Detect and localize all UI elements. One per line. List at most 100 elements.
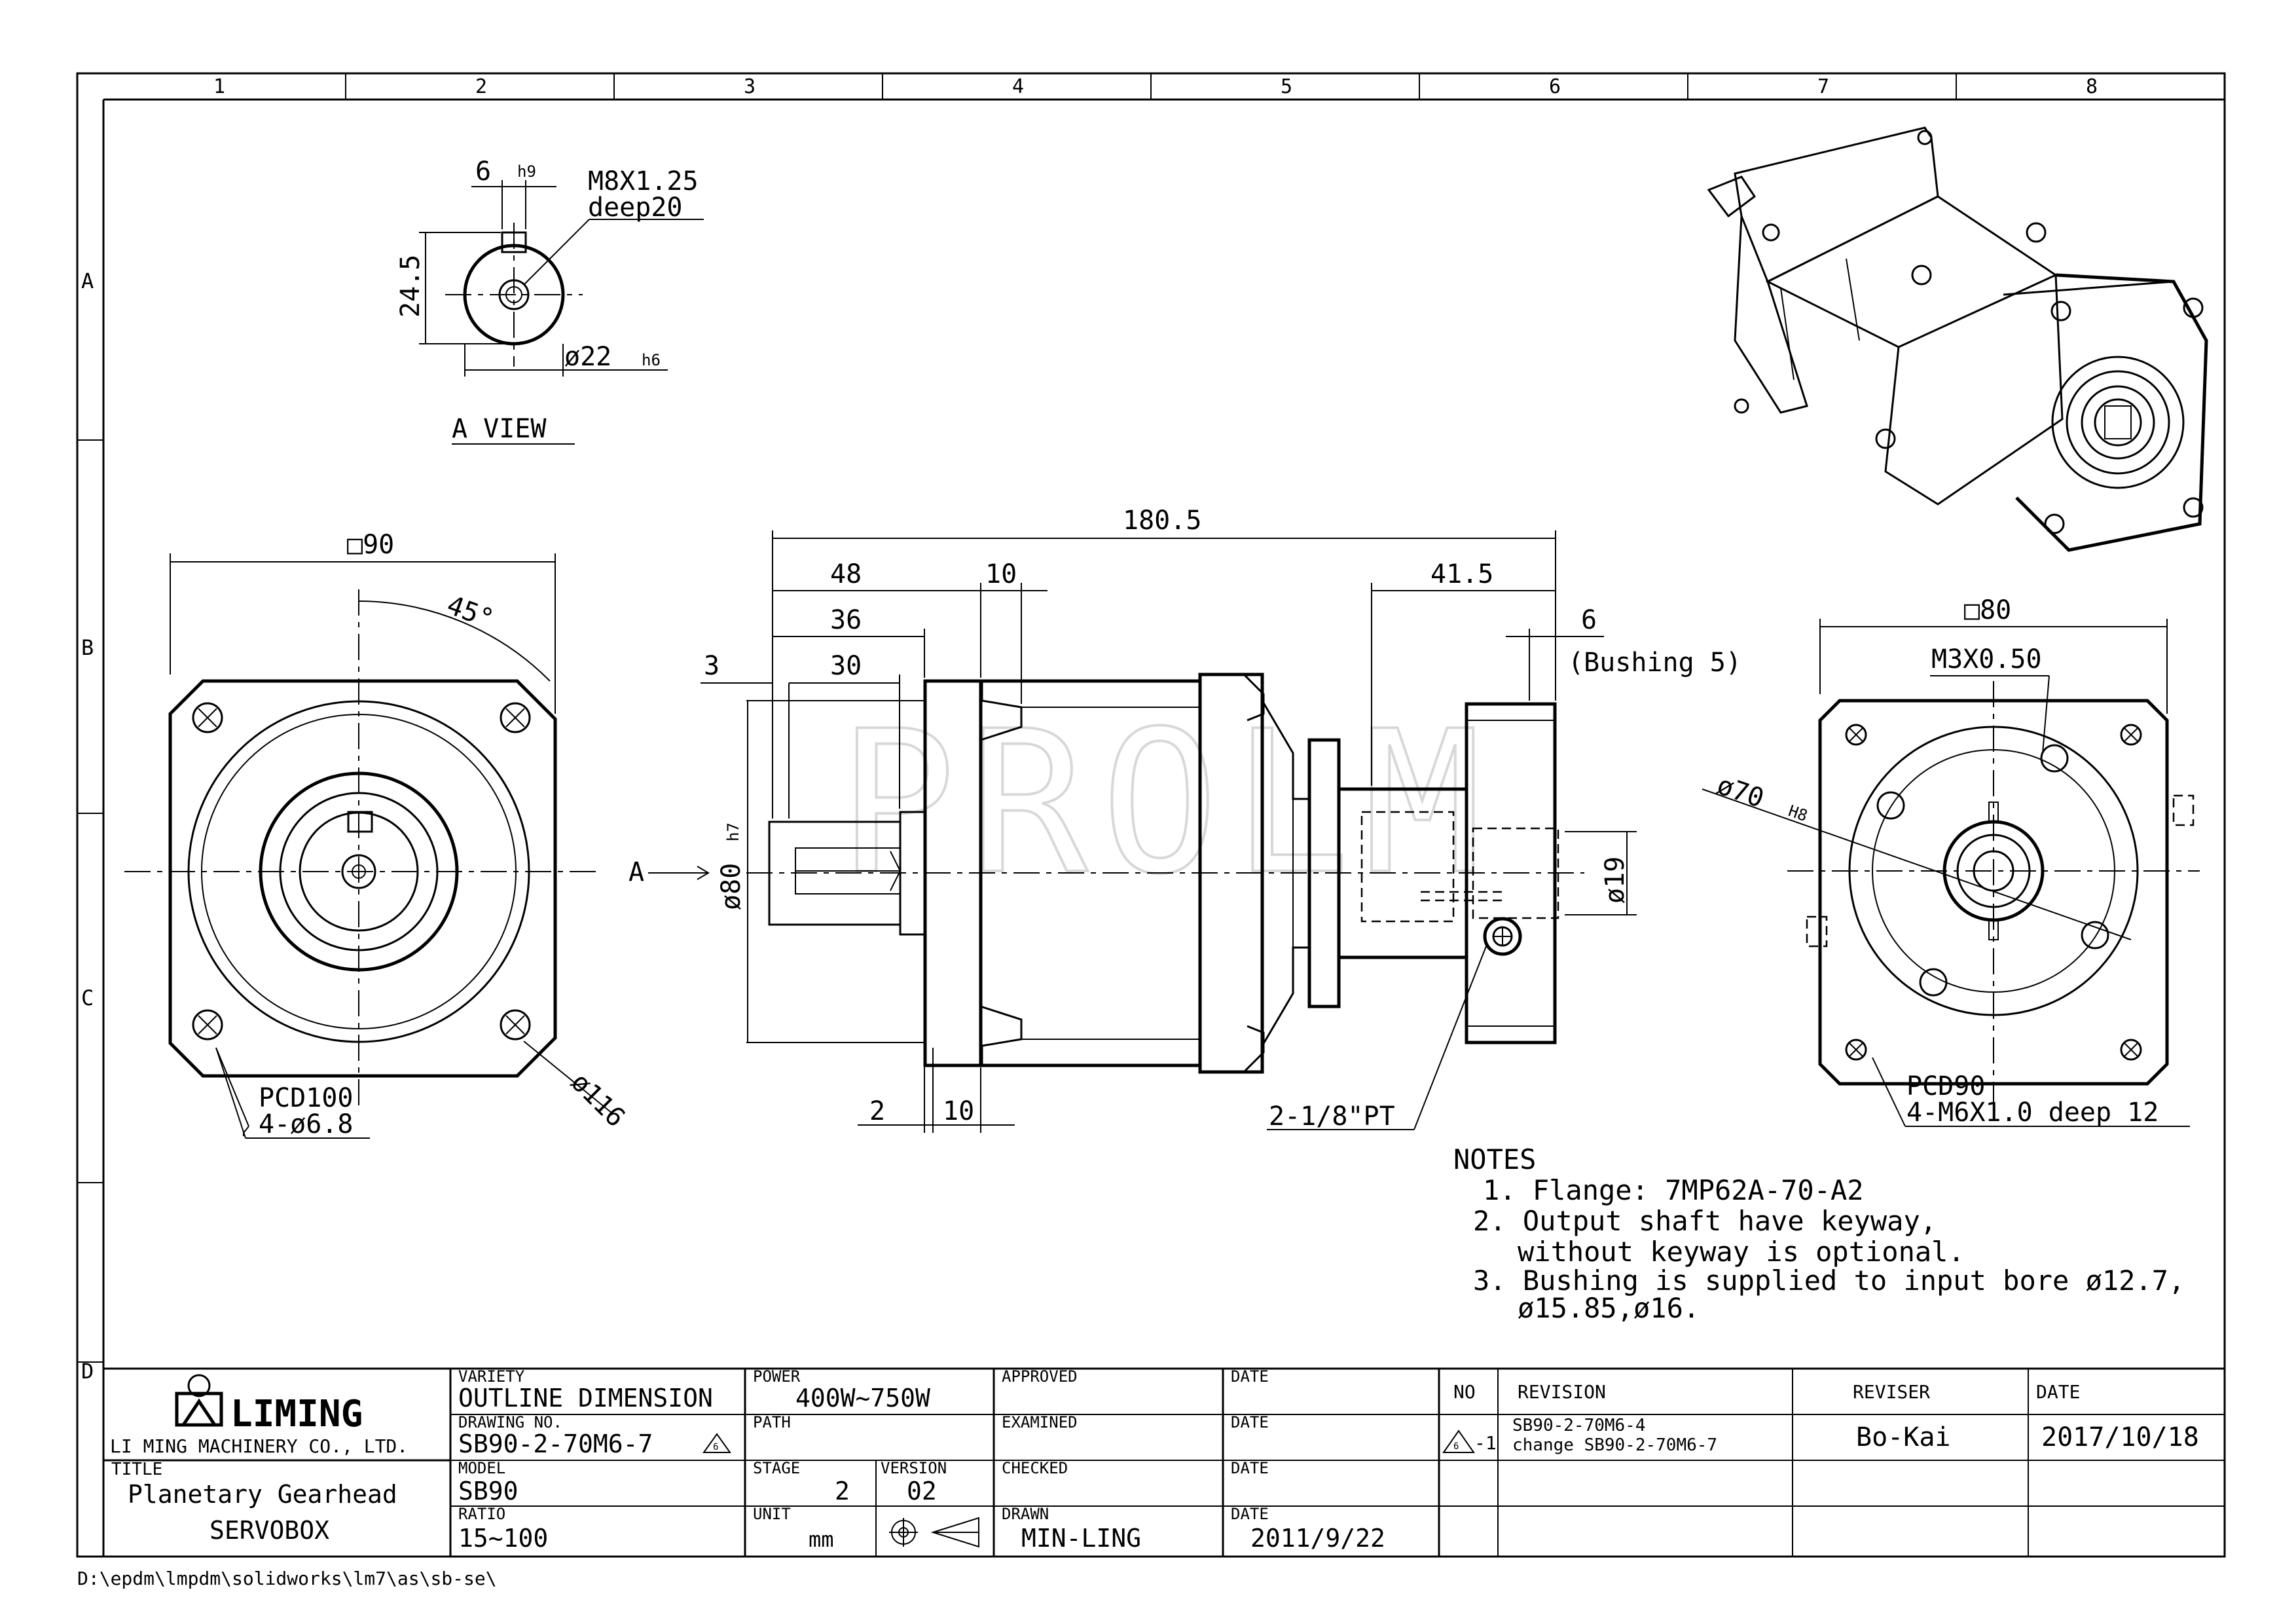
side-view-arrow-label: A xyxy=(629,857,644,887)
rev-row-revision-2: change SB90-2-70M6-7 xyxy=(1512,1435,1717,1455)
column-label: 5 xyxy=(1281,75,1292,98)
rear-bore-tol: H8 xyxy=(1786,802,1810,825)
side-overall-dim: 180.5 xyxy=(1123,506,1201,536)
unit-label: UNIT xyxy=(753,1505,791,1523)
liming-logo: LIMING xyxy=(175,1374,363,1435)
date-label: DATE xyxy=(1231,1505,1269,1523)
side-d36: 36 xyxy=(830,605,862,635)
stage-value: 2 xyxy=(835,1477,850,1505)
model-value: SB90 xyxy=(458,1477,519,1505)
note-line: 3. Bushing is supplied to input bore ø12… xyxy=(1473,1264,2185,1297)
mounting-holes xyxy=(192,702,531,1041)
column-label: 7 xyxy=(1817,75,1829,98)
side-d3: 3 xyxy=(704,651,720,681)
notes: NOTES 1. Flange: 7MP62A-70-A2 2. Output … xyxy=(1453,1143,2185,1324)
version-label: VERSION xyxy=(881,1459,947,1477)
watermark: PROLM xyxy=(838,689,1495,917)
date-label: DATE xyxy=(1231,1367,1269,1386)
title-block: LIMING LI MING MACHINERY CO., LTD. TITLE… xyxy=(103,1367,2225,1558)
rev-row-no: 6 xyxy=(1453,1441,1459,1452)
drawing-title-2: SERVOBOX xyxy=(210,1516,329,1545)
title-label: TITLE xyxy=(111,1460,162,1479)
note-line: 1. Flange: 7MP62A-70-A2 xyxy=(1483,1174,1864,1206)
front-view: □90 45° PCD100 4-ø6.8 ø116 xyxy=(124,530,631,1139)
rear-mounting-holes xyxy=(1845,724,2142,1061)
notes-title: NOTES xyxy=(1453,1143,1536,1175)
row-label: D xyxy=(81,1359,94,1384)
front-angle-dim: 45° xyxy=(443,590,498,635)
side-input-dia: ø19 xyxy=(1600,857,1630,904)
rear-pcd: PCD90 xyxy=(1906,1071,1985,1101)
side-d6: 6 xyxy=(1581,605,1597,635)
date-label: DATE xyxy=(1231,1459,1269,1477)
isometric-picture xyxy=(1707,126,2208,552)
rear-bore: ø70 xyxy=(1713,770,1768,814)
version-value: 02 xyxy=(907,1477,937,1505)
drawn-date-value: 2011/9/22 xyxy=(1250,1524,1385,1553)
drawing-title-1: Planetary Gearhead xyxy=(128,1480,397,1509)
column-label: 8 xyxy=(2086,75,2098,98)
side-d10-bottom: 10 xyxy=(943,1096,974,1126)
rear-square-dim: □80 xyxy=(1964,595,2011,625)
rev-date-label: DATE xyxy=(2036,1381,2080,1403)
a-view-title: A VIEW xyxy=(452,414,547,444)
power-label: POWER xyxy=(753,1367,801,1386)
file-path: D:\epdm\lmpdm\solidworks\lm7\as\sb-se\ xyxy=(77,1568,497,1589)
row-label: B xyxy=(81,635,94,660)
front-square-dim: □90 xyxy=(347,530,394,560)
a-view-shaft-dia: ø22 xyxy=(564,342,611,372)
a-view-thread-depth: deep20 xyxy=(588,193,683,223)
column-label: 1 xyxy=(213,75,225,98)
ratio-label: RATIO xyxy=(458,1505,505,1523)
checked-label: CHECKED xyxy=(1002,1459,1068,1477)
variety-value: OUTLINE DIMENSION xyxy=(458,1384,713,1412)
rev-row-no-suffix: -1 xyxy=(1474,1432,1497,1454)
side-d48: 48 xyxy=(830,559,862,589)
date-label: DATE xyxy=(1231,1413,1269,1431)
side-view: 180.5 48 10 36 30 3 41.5 6 (Bushing 5) A… xyxy=(629,506,1741,1133)
rev-row-reviser: Bo-Kai xyxy=(1856,1422,1951,1452)
a-view-key-width: 6 xyxy=(475,157,491,187)
unit-value: mm xyxy=(809,1527,834,1552)
row-label: C xyxy=(81,986,94,1010)
side-bushing: (Bushing 5) xyxy=(1568,648,1741,678)
note-line: 2. Output shaft have keyway, xyxy=(1473,1205,1937,1237)
drawn-label: DRAWN xyxy=(1002,1505,1049,1523)
front-pcd: PCD100 xyxy=(259,1083,354,1113)
a-view-thread: M8X1.25 xyxy=(588,166,699,196)
model-label: MODEL xyxy=(458,1459,505,1477)
drawing-no-label: DRAWING NO. xyxy=(458,1413,562,1431)
column-label: 3 xyxy=(744,75,756,98)
side-pilot-dia: ø80 xyxy=(716,863,746,910)
rev-no-label: NO xyxy=(1453,1381,1476,1403)
rear-holes: 4-M6X1.0 deep 12 xyxy=(1906,1098,2159,1128)
drawing-no-value: SB90-2-70M6-7 xyxy=(458,1430,653,1458)
side-pilot-tol: h7 xyxy=(724,822,742,841)
front-holes: 4-ø6.8 xyxy=(259,1109,354,1139)
drawing-no-rev-mark: 6 xyxy=(713,1442,718,1452)
note-line: ø15.85,ø16. xyxy=(1518,1292,1700,1324)
side-port: 2-1/8"PT xyxy=(1269,1101,1395,1132)
a-view: 6 h9 M8X1.25 deep20 24.5 ø22 h6 A VIEW xyxy=(395,157,704,445)
power-value: 400W~750W xyxy=(795,1384,930,1412)
rear-thread: M3X0.50 xyxy=(1931,644,2042,674)
side-d2: 2 xyxy=(869,1096,885,1126)
approved-label: APPROVED xyxy=(1002,1367,1078,1386)
path-label: PATH xyxy=(753,1413,791,1431)
a-view-shaft-tolerance: h6 xyxy=(642,351,661,369)
column-label: 6 xyxy=(1549,75,1561,98)
column-label: 2 xyxy=(475,75,487,98)
drawn-value: MIN-LING xyxy=(1021,1524,1141,1553)
note-line: without keyway is optional. xyxy=(1518,1236,1965,1268)
stage-label: STAGE xyxy=(753,1459,800,1477)
company-name: LI MING MACHINERY CO., LTD. xyxy=(110,1435,408,1457)
front-outer-dia: ø116 xyxy=(565,1067,631,1134)
frame-column-labels: 1 2 3 4 5 6 7 8 xyxy=(213,75,2098,98)
variety-label: VARIETY xyxy=(458,1367,525,1386)
examined-label: EXAMINED xyxy=(1002,1413,1078,1431)
a-view-height: 24.5 xyxy=(395,255,426,318)
column-label: 4 xyxy=(1012,75,1024,98)
rear-view: □80 M3X0.50 ø70 H8 PCD90 4-M6X1.0 deep 1… xyxy=(1702,595,2200,1128)
row-label: A xyxy=(81,268,94,293)
rev-row-revision-1: SB90-2-70M6-4 xyxy=(1512,1416,1646,1435)
